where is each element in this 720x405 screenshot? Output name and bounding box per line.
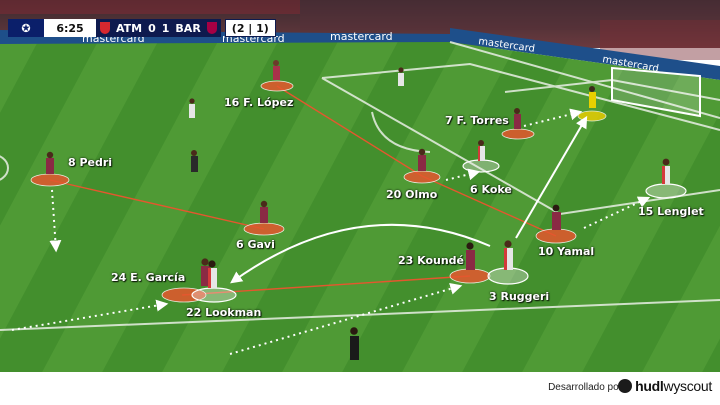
marker-kounde — [449, 268, 491, 284]
figure-torres — [514, 108, 521, 129]
barca-crest-icon — [206, 22, 217, 34]
hudl-logo-icon — [618, 379, 633, 393]
arrow-pedri-drop — [49, 189, 62, 253]
label-lopez: 16 F. López — [224, 96, 294, 109]
label-koke: 6 Koke — [470, 183, 512, 196]
marker-gavi — [243, 222, 285, 236]
arrow-ruggeri-run — [229, 282, 463, 355]
arrow-lookman-run — [11, 299, 169, 331]
figure-atm-extra-2 — [189, 98, 195, 118]
match-clock: 6:25 — [44, 19, 96, 37]
champions-league-stars-icon: ✪ — [8, 19, 44, 37]
marker-lookman — [191, 287, 237, 303]
figure-yamal — [552, 204, 561, 230]
brand-bold: hudl — [635, 378, 664, 394]
marker-ruggeri — [487, 267, 529, 285]
marker-lopez — [260, 80, 294, 92]
brand-name: hudlwyscout — [635, 378, 712, 394]
score-panel: ATM 0 1 BAR — [96, 19, 221, 37]
figure-koke — [478, 140, 485, 161]
figure-lookman — [208, 260, 217, 288]
figure-pedri — [46, 151, 54, 174]
figure-gavi — [260, 200, 268, 223]
marker-koke — [462, 159, 500, 173]
atm-crest-icon — [100, 22, 110, 34]
figure-bench — [350, 327, 359, 360]
label-lookman: 22 Lookman — [186, 306, 262, 319]
figure-lenglet — [662, 158, 670, 184]
figure-lopez — [273, 60, 280, 80]
label-garcia: 24 E. García — [111, 271, 186, 284]
crowd-texture — [0, 0, 720, 60]
footer: Desarrollado por hudlwyscout — [0, 372, 720, 405]
figure-kounde — [466, 242, 475, 270]
credit-text: Desarrollado por — [548, 382, 622, 393]
brand-light: wyscout — [663, 378, 713, 394]
arrow-pass-kounde-to-garcia — [230, 223, 491, 284]
label-ruggeri: 3 Ruggeri — [489, 290, 550, 303]
scoreboard: ✪ 6:25 ATM 0 1 BAR (2 | 1) — [8, 19, 276, 37]
arrow-torres-run — [523, 108, 583, 127]
movement-arrows — [11, 108, 651, 355]
label-kounde: 23 Koundé — [398, 254, 465, 267]
barca-shape-lines — [49, 85, 557, 296]
label-gavi: 6 Gavi — [236, 238, 275, 251]
marker-torres — [501, 128, 535, 140]
goal — [611, 66, 701, 118]
player-figures — [46, 60, 670, 360]
figure-atm-extra-1 — [398, 67, 404, 86]
figure-olmo — [418, 148, 426, 171]
figure-referee — [191, 150, 198, 172]
brand-logo: hudlwyscout — [618, 378, 712, 394]
figure-ruggeri — [504, 240, 513, 270]
label-torres: 7 F. Torres — [445, 114, 509, 127]
marker-yamal — [535, 228, 577, 244]
marker-pedri — [30, 173, 70, 187]
label-olmo: 20 Olmo — [386, 188, 438, 201]
marker-olmo — [403, 170, 441, 184]
aggregate-score: (2 | 1) — [224, 19, 276, 37]
ad-banner-3: mastercard — [330, 30, 393, 43]
arrow-pass-yamal-to-keeper — [515, 115, 588, 239]
label-yamal: 10 Yamal — [538, 245, 595, 258]
label-lenglet: 15 Lenglet — [638, 205, 704, 218]
figure-keeper — [589, 86, 596, 108]
label-pedri: 8 Pedri — [68, 156, 113, 169]
match-frame: mastercard mastercard mastercard masterc… — [0, 0, 720, 372]
away-team: BAR — [175, 21, 201, 35]
marker-keeper — [577, 110, 607, 122]
away-score: 1 — [161, 21, 170, 35]
pitch-lines — [0, 41, 720, 331]
home-score: 0 — [148, 21, 156, 35]
marker-lenglet — [645, 183, 687, 199]
pitch-diagram: mastercard mastercard mastercard masterc… — [0, 0, 720, 372]
figure-garcia — [201, 258, 210, 286]
atm-markers — [191, 159, 687, 303]
home-team: ATM — [116, 21, 143, 35]
